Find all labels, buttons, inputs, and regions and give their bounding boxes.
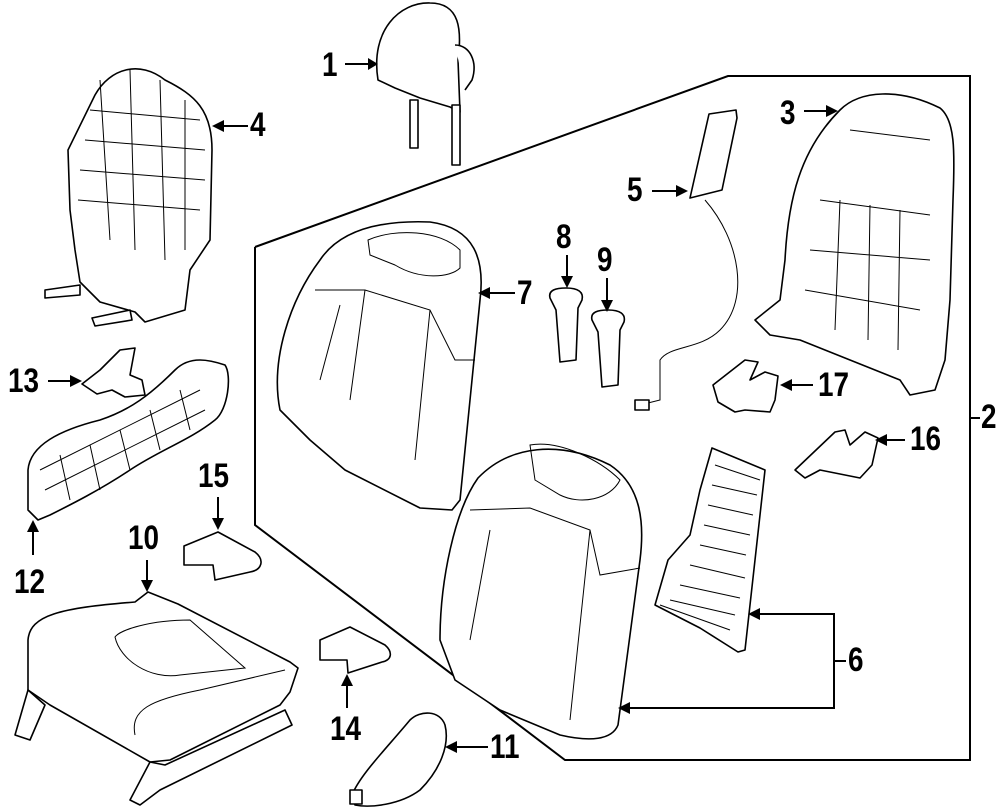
part-15-bracket [183, 531, 262, 581]
group-bracket-2 [254, 75, 971, 761]
leader-17 [780, 379, 813, 391]
leader-4 [212, 120, 248, 132]
callout-4: 4 [250, 106, 266, 144]
part-16-sensor [794, 429, 879, 479]
leader-14 [341, 674, 353, 708]
part-4-seatback-panel [44, 68, 213, 327]
part-14-bracket [319, 626, 392, 674]
part-1-headrest [375, 2, 475, 166]
part-13-clip [81, 347, 146, 398]
leader-16 [875, 434, 905, 446]
part-6-seatback-pad [439, 443, 766, 740]
part-17-lumbar-switch [712, 359, 779, 413]
callout-3: 3 [780, 94, 796, 132]
part-8-headrest-guide [548, 287, 584, 363]
callout-13: 13 [8, 362, 40, 400]
leader-5 [652, 185, 688, 197]
part-5-side-airbag [634, 109, 739, 411]
callout-12: 12 [14, 563, 46, 601]
part-12-side-shield [27, 359, 230, 521]
callout-1: 1 [322, 46, 338, 84]
callout-15: 15 [198, 457, 230, 495]
leader-8 [561, 255, 573, 288]
callout-6: 6 [848, 641, 864, 679]
leader-6 [618, 608, 846, 714]
callout-5: 5 [627, 171, 643, 209]
leader-3 [804, 105, 838, 117]
part-7-seatback-cover [276, 220, 482, 511]
leader-15 [212, 497, 224, 530]
callout-8: 8 [556, 218, 572, 256]
leader-11 [445, 741, 488, 753]
leader-12 [27, 520, 39, 555]
callout-7: 7 [517, 274, 533, 312]
callout-16: 16 [910, 420, 942, 458]
leader-1 [345, 58, 378, 70]
leader-13 [48, 375, 82, 387]
callout-2: 2 [981, 398, 997, 436]
leader-10 [141, 560, 153, 592]
callout-10: 10 [128, 519, 160, 557]
callout-14: 14 [330, 710, 362, 748]
callout-17: 17 [818, 366, 850, 404]
callout-11: 11 [490, 728, 520, 766]
leader-9 [601, 278, 613, 312]
leader-7 [478, 287, 515, 299]
part-11-recliner-cover [349, 712, 447, 807]
part-9-headrest-guide [590, 309, 626, 388]
callout-9: 9 [597, 241, 613, 279]
part-10-seat-cushion [14, 591, 299, 806]
part-3-seatback-frame [754, 93, 955, 396]
